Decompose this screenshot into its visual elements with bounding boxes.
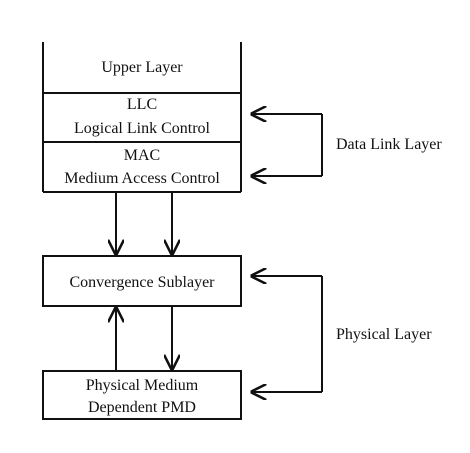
convergence-label: Convergence Sublayer [70,274,216,291]
pmd-box [42,370,242,420]
pmd-full-label: Dependent PMD [88,399,196,416]
convergence-box [42,255,242,307]
llc-full-label: Logical Link Control [74,120,211,137]
physical-layer-label: Physical Layer [336,326,432,343]
mac-full-label: Medium Access Control [64,170,220,187]
mac-label: MAC [124,147,160,164]
llc-label: LLC [127,96,157,113]
data-link-layer-label: Data Link Layer [336,136,442,153]
pmd-label: Physical Medium [86,377,199,394]
upper-layer-label: Upper Layer [101,59,183,76]
